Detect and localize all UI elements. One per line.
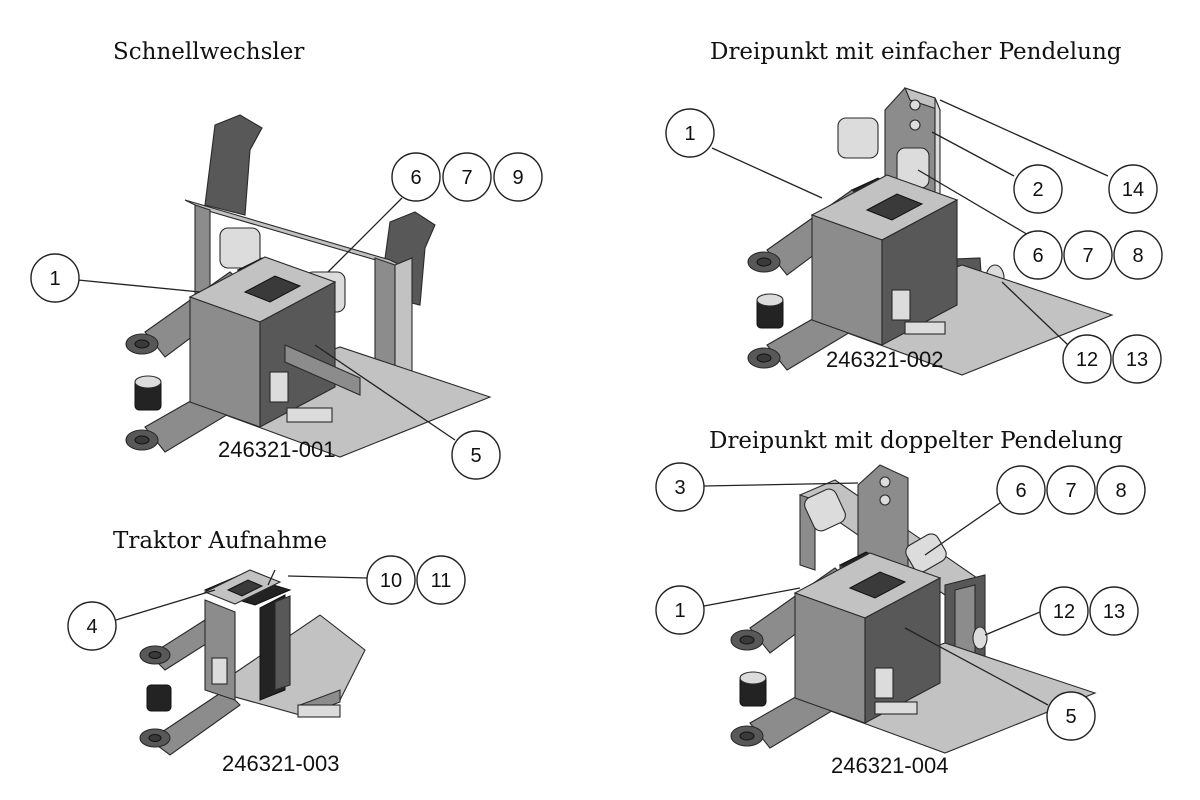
callout-8: 8 <box>1096 465 1146 515</box>
svg-text:13: 13 <box>1126 349 1148 371</box>
part-number: 246321-001 <box>218 437 335 462</box>
svg-text:1: 1 <box>674 600 685 622</box>
callout-13: 13 <box>1089 586 1139 636</box>
part-number: 246321-002 <box>826 347 943 372</box>
callout-7: 7 <box>1063 230 1113 280</box>
svg-text:3: 3 <box>674 477 685 499</box>
callout-1: 1 <box>665 108 715 158</box>
callout-10: 10 <box>366 555 416 605</box>
callout-7: 7 <box>442 152 492 202</box>
callout-12: 12 <box>1039 586 1089 636</box>
three-point-single-swing-drawing <box>747 87 1113 376</box>
quick-coupler-drawing <box>125 114 491 458</box>
callout-8: 8 <box>1113 230 1163 280</box>
part-number: 246321-004 <box>831 753 948 778</box>
callout-5: 5 <box>1046 691 1096 741</box>
callout-1: 1 <box>655 585 705 635</box>
callout-7: 7 <box>1046 465 1096 515</box>
tractor-mount-drawing <box>139 569 366 756</box>
callout-6: 6 <box>1013 230 1063 280</box>
svg-text:8: 8 <box>1132 245 1143 267</box>
svg-text:13: 13 <box>1103 601 1125 623</box>
callout-5: 5 <box>451 430 501 480</box>
panel-dreipunkt-doppelt: Dreipunkt mit doppelter Pendelung 246321… <box>655 428 1146 778</box>
svg-text:8: 8 <box>1115 480 1126 502</box>
panel-title: Dreipunkt mit doppelter Pendelung <box>709 428 1123 454</box>
panel-dreipunkt-einfach: Dreipunkt mit einfacher Pendelung 246321… <box>665 39 1163 384</box>
svg-text:10: 10 <box>380 570 402 592</box>
callout-6: 6 <box>391 152 441 202</box>
callout-9: 9 <box>493 152 543 202</box>
svg-text:2: 2 <box>1032 179 1043 201</box>
svg-text:14: 14 <box>1122 179 1144 201</box>
panel-title: Schnellwechsler <box>113 39 304 65</box>
callout-12: 12 <box>1062 334 1112 384</box>
svg-text:5: 5 <box>1065 706 1076 728</box>
panel-traktor-aufnahme: Traktor Aufnahme 246321 <box>67 528 466 776</box>
svg-text:4: 4 <box>86 616 97 638</box>
svg-text:11: 11 <box>431 570 452 592</box>
svg-text:1: 1 <box>49 268 60 290</box>
svg-text:6: 6 <box>410 167 421 189</box>
svg-text:7: 7 <box>461 167 472 189</box>
panel-schnellwechsler: Schnellwechsler 246321-001 <box>30 39 543 480</box>
callout-6: 6 <box>996 465 1046 515</box>
callout-13: 13 <box>1112 334 1162 384</box>
svg-text:9: 9 <box>512 167 523 189</box>
svg-text:6: 6 <box>1015 480 1026 502</box>
three-point-double-swing-drawing <box>730 464 1096 754</box>
panel-title: Dreipunkt mit einfacher Pendelung <box>710 39 1122 65</box>
svg-text:7: 7 <box>1065 480 1076 502</box>
svg-text:12: 12 <box>1053 601 1075 623</box>
svg-text:12: 12 <box>1076 349 1098 371</box>
svg-text:1: 1 <box>684 123 695 145</box>
callout-3: 3 <box>655 462 705 512</box>
svg-text:5: 5 <box>470 445 481 467</box>
svg-text:6: 6 <box>1032 245 1043 267</box>
callout-4: 4 <box>67 601 117 651</box>
callout-14: 14 <box>1108 164 1158 214</box>
part-number: 246321-003 <box>222 751 339 776</box>
svg-text:7: 7 <box>1082 245 1093 267</box>
callout-2: 2 <box>1013 164 1063 214</box>
panel-title: Traktor Aufnahme <box>113 528 327 554</box>
callout-11: 11 <box>416 555 466 605</box>
callout-1: 1 <box>30 253 80 303</box>
